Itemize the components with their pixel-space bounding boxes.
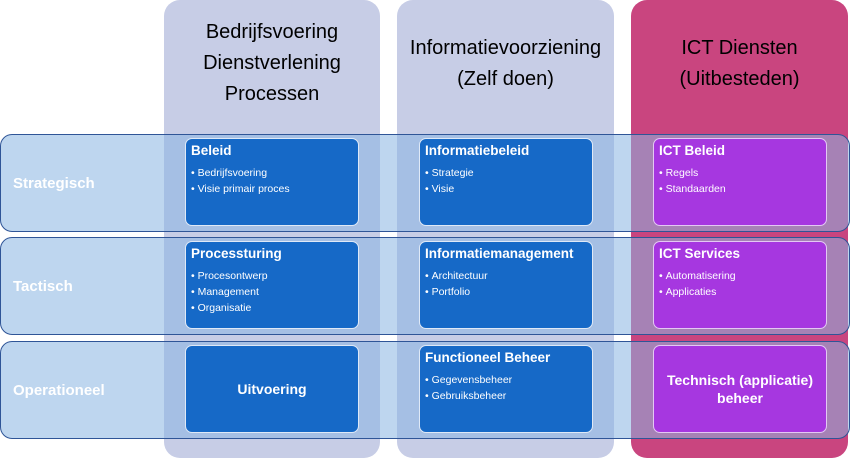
list-item: Bedrijfsvoering bbox=[191, 165, 290, 181]
list-item: Strategie bbox=[425, 165, 474, 181]
cell-list: Strategie Visie bbox=[425, 165, 474, 197]
cell-list: Automatisering Applicaties bbox=[659, 268, 736, 300]
column-header: Bedrijfsvoering Dienstverlening Processe… bbox=[164, 17, 380, 110]
column-header-line: (Zelf doen) bbox=[457, 68, 554, 90]
list-item: Automatisering bbox=[659, 268, 736, 284]
column-header: ICT Diensten (Uitbesteden) bbox=[631, 33, 848, 95]
cell-title: ICT Beleid bbox=[659, 143, 726, 158]
list-item: Portfolio bbox=[425, 284, 488, 300]
cell-title: ICT Services bbox=[659, 246, 741, 261]
cell-list: Gegevensbeheer Gebruiksbeheer bbox=[425, 372, 513, 404]
column-header-line: Processen bbox=[224, 83, 320, 105]
cell-technisch-beheer: Technisch (applicatie) beheer bbox=[653, 345, 827, 433]
cell-list: Bedrijfsvoering Visie primair proces bbox=[191, 165, 290, 197]
list-item: Management bbox=[191, 284, 268, 300]
cell-informatiemanagement: Informatiemanagement Architectuur Portfo… bbox=[419, 241, 593, 329]
list-item: Procesontwerp bbox=[191, 268, 268, 284]
cell-ict-beleid: ICT Beleid Regels Standaarden bbox=[653, 138, 827, 226]
cell-title: Informatiemanagement bbox=[425, 246, 574, 261]
cell-text: Uitvoering bbox=[237, 381, 307, 397]
cell-list: Procesontwerp Management Organisatie bbox=[191, 268, 268, 316]
cell-ict-services: ICT Services Automatisering Applicaties bbox=[653, 241, 827, 329]
row-label: Tactisch bbox=[13, 277, 73, 295]
column-header-line: (Uitbesteden) bbox=[679, 68, 800, 90]
list-item: Regels bbox=[659, 165, 726, 181]
list-item: Visie bbox=[425, 181, 474, 197]
cell-beleid: Beleid Bedrijfsvoering Visie primair pro… bbox=[185, 138, 359, 226]
list-item: Standaarden bbox=[659, 181, 726, 197]
list-item: Architectuur bbox=[425, 268, 488, 284]
cell-functioneel-beheer: Functioneel Beheer Gegevensbeheer Gebrui… bbox=[419, 345, 593, 433]
cell-title: Informatiebeleid bbox=[425, 143, 530, 158]
cell-title: Beleid bbox=[191, 143, 232, 158]
column-header-line: Dienstverlening bbox=[203, 52, 341, 74]
cell-text: Technisch (applicatie) beheer bbox=[667, 372, 813, 406]
cell-informatiebeleid: Informatiebeleid Strategie Visie bbox=[419, 138, 593, 226]
list-item: Visie primair proces bbox=[191, 181, 290, 197]
list-item: Gegevensbeheer bbox=[425, 372, 513, 388]
row-label: Operationeel bbox=[13, 381, 105, 399]
cell-processturing: Processturing Procesontwerp Management O… bbox=[185, 241, 359, 329]
cell-title: Processturing bbox=[191, 246, 282, 261]
cell-list: Regels Standaarden bbox=[659, 165, 726, 197]
cell-uitvoering: Uitvoering bbox=[185, 345, 359, 433]
column-header: Informatievoorziening (Zelf doen) bbox=[397, 33, 614, 95]
list-item: Applicaties bbox=[659, 284, 736, 300]
row-label: Strategisch bbox=[13, 174, 95, 192]
column-header-line: Bedrijfsvoering bbox=[205, 21, 339, 43]
list-item: Gebruiksbeheer bbox=[425, 388, 512, 404]
cell-title: Functioneel Beheer bbox=[425, 350, 551, 365]
column-header-line: Informatievoorziening bbox=[409, 37, 602, 59]
column-header-line: ICT Diensten bbox=[681, 37, 798, 59]
list-item: Organisatie bbox=[191, 300, 268, 316]
cell-list: Architectuur Portfolio bbox=[425, 268, 488, 300]
